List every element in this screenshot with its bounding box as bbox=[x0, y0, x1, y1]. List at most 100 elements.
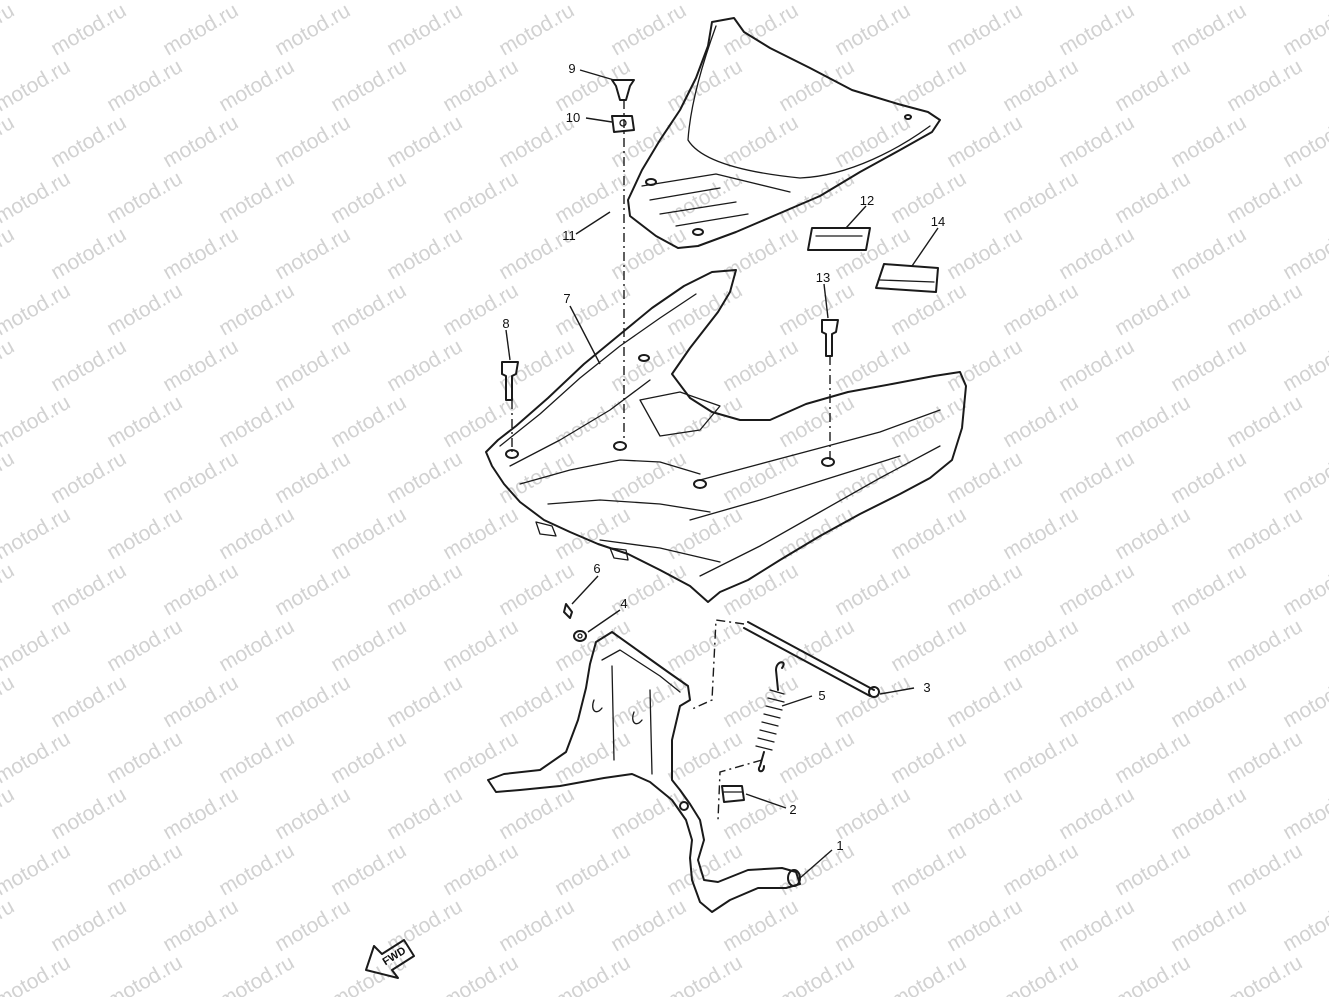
watermark-text: motod.ru bbox=[831, 783, 914, 844]
watermark-text: motod.ru bbox=[103, 951, 186, 997]
watermark-text: motod.ru bbox=[47, 671, 130, 732]
watermark-text: motod.ru bbox=[159, 895, 242, 956]
watermark-text: motod.ru bbox=[943, 335, 1026, 396]
watermark-text: motod.ru bbox=[1055, 335, 1138, 396]
watermark-text: motod.ru bbox=[103, 279, 186, 340]
watermark-text: motod.ru bbox=[159, 559, 242, 620]
watermark-text: motod.ru bbox=[47, 783, 130, 844]
callout-1: 1 bbox=[836, 838, 843, 853]
watermark-text: motod.ru bbox=[551, 503, 634, 564]
watermark-text: motod.ru bbox=[1167, 559, 1250, 620]
watermark-text: motod.ru bbox=[0, 447, 18, 508]
watermark-text: motod.ru bbox=[215, 839, 298, 900]
nut-part bbox=[611, 115, 635, 133]
watermark-text: motod.ru bbox=[719, 111, 802, 172]
watermark-text: motod.ru bbox=[0, 783, 18, 844]
watermark-text: motod.ru bbox=[1223, 615, 1306, 676]
watermark-text: motod.ru bbox=[0, 559, 18, 620]
watermark-text: motod.ru bbox=[103, 391, 186, 452]
watermark-text: motod.ru bbox=[831, 111, 914, 172]
watermark-text: motod.ru bbox=[999, 839, 1082, 900]
watermark-text: motod.ru bbox=[607, 783, 690, 844]
watermark-text: motod.ru bbox=[551, 615, 634, 676]
callout-14: 14 bbox=[931, 214, 945, 229]
watermark-text: motod.ru bbox=[1279, 783, 1329, 844]
assembly-lines bbox=[511, 100, 831, 821]
watermark-text: motod.ru bbox=[943, 895, 1026, 956]
watermark-text: motod.ru bbox=[1223, 503, 1306, 564]
watermark-text: motod.ru bbox=[271, 0, 354, 60]
watermark-text: motod.ru bbox=[159, 335, 242, 396]
watermark-text: motod.ru bbox=[103, 839, 186, 900]
damper-a-part bbox=[807, 227, 871, 251]
watermark-text: motod.ru bbox=[719, 223, 802, 284]
watermark-text: motod.ru bbox=[327, 503, 410, 564]
watermark-text: motod.ru bbox=[1223, 279, 1306, 340]
watermark-text: motod.ru bbox=[47, 335, 130, 396]
watermark-text: motod.ru bbox=[1167, 671, 1250, 732]
watermark-text: motod.ru bbox=[0, 839, 74, 900]
watermark-text: motod.ru bbox=[831, 559, 914, 620]
watermark-text: motod.ru bbox=[663, 279, 746, 340]
watermark-text: motod.ru bbox=[383, 111, 466, 172]
watermark-text: motod.ru bbox=[215, 279, 298, 340]
watermark-text: motod.ru bbox=[719, 895, 802, 956]
watermark-text: motod.ru bbox=[775, 727, 858, 788]
watermark-text: motod.ru bbox=[1055, 895, 1138, 956]
watermark-text: motod.ru bbox=[887, 55, 970, 116]
watermark-text: motod.ru bbox=[887, 951, 970, 997]
callout-12: 12 bbox=[860, 193, 874, 208]
watermark-text: motod.ru bbox=[159, 783, 242, 844]
watermark-text: motod.ru bbox=[999, 727, 1082, 788]
watermark-text: motod.ru bbox=[327, 279, 410, 340]
watermark-text: motod.ru bbox=[1223, 391, 1306, 452]
watermark-text: motod.ru bbox=[775, 951, 858, 997]
watermark-text: motod.ru bbox=[439, 167, 522, 228]
watermark-text: motod.ru bbox=[1279, 0, 1329, 60]
bolt-right-part bbox=[821, 319, 839, 357]
watermark-text: motod.ru bbox=[383, 559, 466, 620]
watermark-text: motod.ru bbox=[1111, 167, 1194, 228]
watermark-text: motod.ru bbox=[887, 615, 970, 676]
watermark-text: motod.ru bbox=[1111, 951, 1194, 997]
watermark-text: motod.ru bbox=[383, 671, 466, 732]
watermark-text: motod.ru bbox=[159, 0, 242, 60]
watermark-text: motod.ru bbox=[327, 391, 410, 452]
watermark-text: motod.ru bbox=[663, 727, 746, 788]
watermark-text: motod.ru bbox=[0, 895, 18, 956]
watermark-text: motod.ru bbox=[215, 951, 298, 997]
watermark-text: motod.ru bbox=[1111, 839, 1194, 900]
watermark-text: motod.ru bbox=[551, 167, 634, 228]
watermark-text: motod.ru bbox=[215, 727, 298, 788]
watermark-text: motod.ru bbox=[47, 0, 130, 60]
watermark-text: motod.ru bbox=[103, 167, 186, 228]
watermark-text: motod.ru bbox=[943, 447, 1026, 508]
watermark-text: motod.ru bbox=[1223, 951, 1306, 997]
watermark-text: motod.ru bbox=[495, 559, 578, 620]
watermark-text: motod.ru bbox=[607, 447, 690, 508]
watermark-text: motod.ru bbox=[439, 951, 522, 997]
watermark-text: motod.ru bbox=[0, 55, 74, 116]
watermark-text: motod.ru bbox=[1111, 391, 1194, 452]
watermark-text: motod.ru bbox=[327, 167, 410, 228]
watermark-text: motod.ru bbox=[887, 503, 970, 564]
watermark-text: motod.ru bbox=[943, 0, 1026, 60]
watermark-text: motod.ru bbox=[103, 615, 186, 676]
watermark-text: motod.ru bbox=[663, 55, 746, 116]
watermark-text: motod.ru bbox=[999, 167, 1082, 228]
watermark-text: motod.ru bbox=[0, 0, 74, 4]
watermark-text: motod.ru bbox=[327, 839, 410, 900]
watermark-text: motod.ru bbox=[47, 447, 130, 508]
watermark-text: motod.ru bbox=[831, 895, 914, 956]
leg-shield-part bbox=[627, 17, 941, 249]
watermark-text: motod.ru bbox=[943, 671, 1026, 732]
watermark-text: motod.ru bbox=[383, 223, 466, 284]
watermark-text: motod.ru bbox=[607, 895, 690, 956]
watermark-text: motod.ru bbox=[831, 671, 914, 732]
callout-8: 8 bbox=[502, 316, 509, 331]
watermark-text: motod.ru bbox=[439, 727, 522, 788]
watermark-text: motod.ru bbox=[943, 559, 1026, 620]
washer-part bbox=[573, 630, 587, 642]
collar-part bbox=[721, 785, 745, 803]
